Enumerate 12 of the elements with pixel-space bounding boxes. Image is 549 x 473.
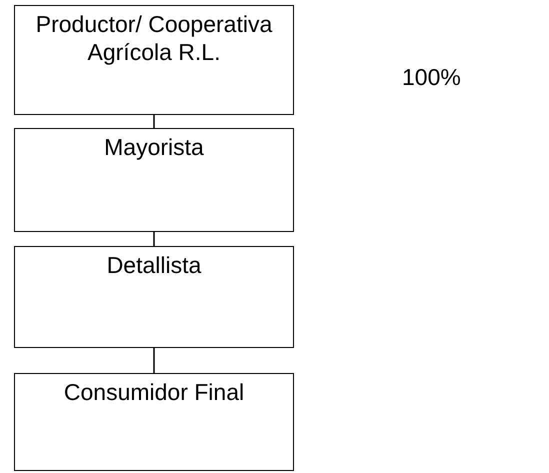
process-box bbox=[14, 373, 294, 471]
box-label: Productor/ Cooperativa Agrícola R.L. bbox=[34, 10, 274, 66]
box-label: Mayorista bbox=[103, 133, 205, 161]
connector-line bbox=[153, 348, 155, 373]
connector-line bbox=[153, 232, 155, 246]
connector-line bbox=[153, 115, 155, 128]
box-label: Detallista bbox=[106, 251, 202, 279]
process-box bbox=[14, 246, 294, 348]
process-box bbox=[14, 128, 294, 232]
box-label: Consumidor Final bbox=[62, 378, 246, 406]
percentage-label: 100% bbox=[402, 64, 461, 91]
process-box bbox=[14, 5, 294, 115]
